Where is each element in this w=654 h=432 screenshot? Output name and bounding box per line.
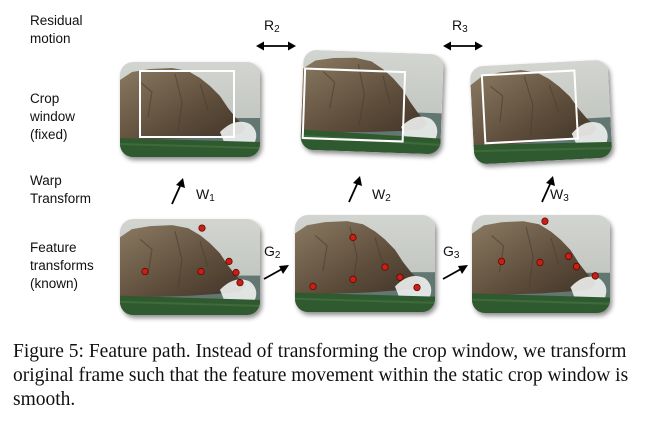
r2-sub: 2	[274, 24, 280, 35]
residual-r2-label: R2	[264, 17, 280, 35]
feature-g2-label: G2	[264, 243, 280, 261]
warp-w3-label: W3	[550, 186, 569, 204]
feature-point	[198, 268, 204, 274]
feature-point	[350, 276, 356, 283]
w1-sub: 1	[209, 193, 215, 204]
g3-base: G	[443, 243, 454, 259]
double-arrow-icon	[443, 40, 483, 52]
r2-base: R	[264, 17, 274, 33]
w3-sub: 3	[563, 193, 569, 204]
crop-frame-1	[120, 62, 260, 157]
row-label-warp-transform: Warp Transform	[30, 172, 91, 208]
crop-frame-2	[300, 50, 443, 155]
w3-base: W	[550, 186, 563, 202]
feature-g3-label: G3	[443, 243, 459, 261]
feature-point	[414, 284, 420, 291]
r3-sub: 3	[462, 24, 468, 35]
feature-point	[310, 283, 316, 290]
r3-base: R	[452, 17, 462, 33]
feature-point	[397, 274, 403, 281]
feature-point	[498, 258, 504, 265]
g3-sub: 3	[454, 250, 460, 261]
right-arrow-icon	[441, 264, 469, 282]
w2-base: W	[372, 186, 385, 202]
feature-point	[592, 273, 598, 280]
up-right-arrow-icon	[168, 178, 188, 206]
feature-point	[199, 225, 205, 231]
feature-frame-1	[120, 219, 260, 315]
row-label-crop-window: Crop window (fixed)	[30, 90, 75, 144]
feature-point	[233, 269, 239, 275]
up-right-arrow-icon	[345, 176, 365, 204]
warp-w1-label: W1	[196, 186, 215, 204]
feature-point	[537, 259, 543, 266]
g2-sub: 2	[275, 250, 281, 261]
warp-w2-label: W2	[372, 186, 391, 204]
feature-frame-2	[295, 215, 435, 312]
right-arrow-icon	[262, 264, 290, 282]
figure-caption: Figure 5: Feature path. Instead of trans…	[13, 340, 645, 412]
w1-base: W	[196, 186, 209, 202]
g2-base: G	[264, 243, 275, 259]
feature-point	[350, 234, 356, 241]
row-label-feature-transforms: Feature transforms (known)	[30, 239, 94, 293]
crop-frame-3	[470, 59, 613, 164]
feature-point	[142, 268, 148, 274]
feature-point	[226, 258, 232, 264]
feature-point	[565, 253, 571, 260]
residual-r3-label: R3	[452, 17, 468, 35]
feature-point	[573, 263, 579, 270]
row-label-residual-motion: Residual motion	[30, 12, 83, 48]
w2-sub: 2	[385, 193, 391, 204]
feature-point	[237, 279, 243, 285]
feature-frame-3	[472, 215, 610, 313]
feature-point	[382, 264, 388, 271]
double-arrow-icon	[256, 40, 296, 52]
feature-point	[542, 218, 548, 225]
